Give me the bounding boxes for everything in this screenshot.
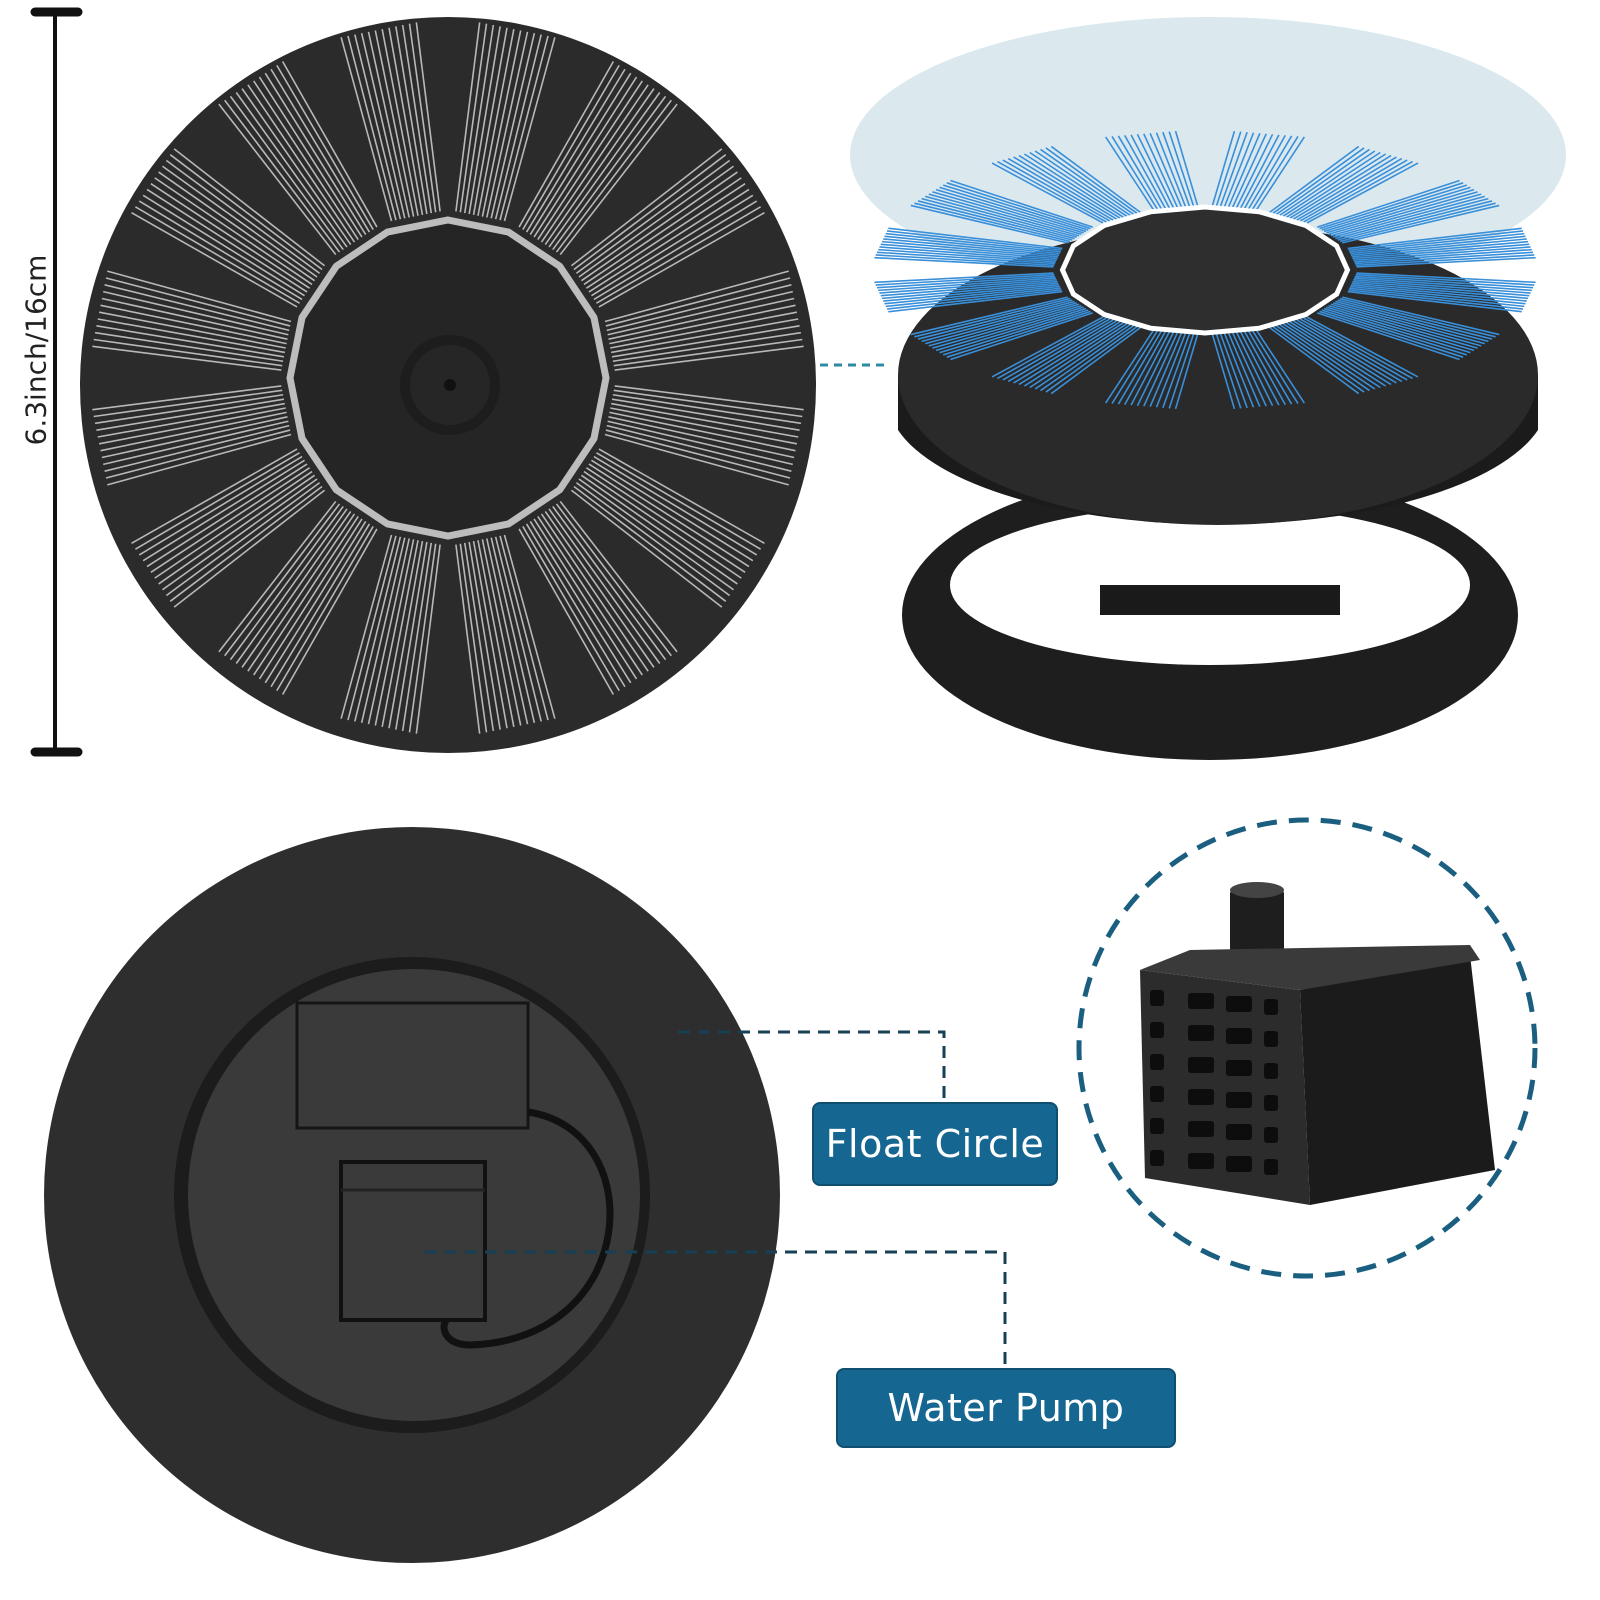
water-pump-detail bbox=[1076, 817, 1538, 1279]
solar-cell-ray bbox=[910, 296, 1094, 361]
solar-cell-ray bbox=[1104, 329, 1199, 410]
nozzle-icon bbox=[400, 335, 500, 435]
solar-cell-ray bbox=[92, 385, 292, 486]
pump-slot bbox=[1226, 996, 1252, 1012]
pump-slot bbox=[1150, 1118, 1164, 1134]
solar-panel-3d-view bbox=[820, 17, 1566, 760]
solar-cell-ray bbox=[518, 61, 678, 256]
pump-slot bbox=[1150, 1054, 1164, 1070]
solar-cell-ray bbox=[131, 148, 326, 308]
pump-slot bbox=[1226, 1124, 1252, 1140]
solar-cell-ray bbox=[910, 179, 1094, 244]
pump-slot bbox=[1264, 1063, 1278, 1079]
pump-slot bbox=[1264, 1127, 1278, 1143]
pump-slot bbox=[1150, 1022, 1164, 1038]
float-circle-label: Float Circle bbox=[812, 1102, 1058, 1186]
float-circle-bottom-view bbox=[44, 827, 780, 1563]
pump-slot bbox=[1188, 1057, 1214, 1073]
dimension-bar bbox=[30, 7, 83, 757]
pump-slot bbox=[1188, 1089, 1214, 1105]
solar-cell-ray bbox=[1347, 272, 1536, 313]
solar-cell-ray bbox=[92, 270, 292, 371]
pump-slot bbox=[1264, 1095, 1278, 1111]
solar-cell-ray bbox=[218, 500, 378, 695]
solar-cell-ray bbox=[604, 385, 804, 486]
pump-slot bbox=[1264, 1159, 1278, 1175]
solar-cell-ray bbox=[455, 534, 556, 734]
solar-panel-top-view bbox=[80, 17, 816, 753]
solar-cell-ray bbox=[604, 270, 804, 371]
pump-slot bbox=[1150, 1086, 1164, 1102]
pump-slot bbox=[1150, 990, 1164, 1006]
solar-cell-ray bbox=[1211, 130, 1306, 211]
pump-slot bbox=[1226, 1060, 1252, 1076]
solar-cell-ray bbox=[518, 500, 678, 695]
solar-cell-ray bbox=[1104, 130, 1199, 211]
dimension-label: 6.3inch/16cm bbox=[19, 254, 53, 446]
solar-cell-ray bbox=[340, 22, 441, 222]
water-pump-label: Water Pump bbox=[836, 1368, 1176, 1448]
pump-slot bbox=[1226, 1092, 1252, 1108]
solar-cell-ray bbox=[991, 316, 1141, 395]
solar-cell-ray bbox=[1347, 227, 1536, 268]
solar-cell-ray bbox=[131, 448, 326, 608]
pump-slot bbox=[1150, 1150, 1164, 1166]
callout-lines bbox=[425, 1030, 1007, 1368]
pump-slot bbox=[1226, 1156, 1252, 1172]
pump-slot bbox=[1188, 1121, 1214, 1137]
pump-slot bbox=[1264, 1031, 1278, 1047]
solar-cell-ray bbox=[991, 145, 1141, 224]
solar-cell-ray bbox=[1269, 316, 1419, 395]
solar-cell-ray bbox=[1211, 329, 1306, 410]
pump-slot bbox=[1264, 999, 1278, 1015]
solar-cell-ray bbox=[455, 22, 556, 222]
solar-cell-ray bbox=[1316, 179, 1500, 244]
pump-slot bbox=[1188, 1025, 1214, 1041]
solar-cell-ray bbox=[874, 272, 1063, 313]
solar-cell-ray bbox=[570, 448, 765, 608]
solar-cell-ray bbox=[218, 61, 378, 256]
pump-slot bbox=[1188, 993, 1214, 1009]
solar-cell-ray bbox=[1269, 145, 1419, 224]
solar-cell-ray bbox=[570, 148, 765, 308]
solar-cell-ray bbox=[874, 227, 1063, 268]
pump-slot bbox=[1188, 1153, 1214, 1169]
solar-cell-ray bbox=[1316, 296, 1500, 361]
pump-slot bbox=[1226, 1028, 1252, 1044]
pump-grille bbox=[1150, 990, 1278, 1175]
solar-cell-ray bbox=[340, 534, 441, 734]
